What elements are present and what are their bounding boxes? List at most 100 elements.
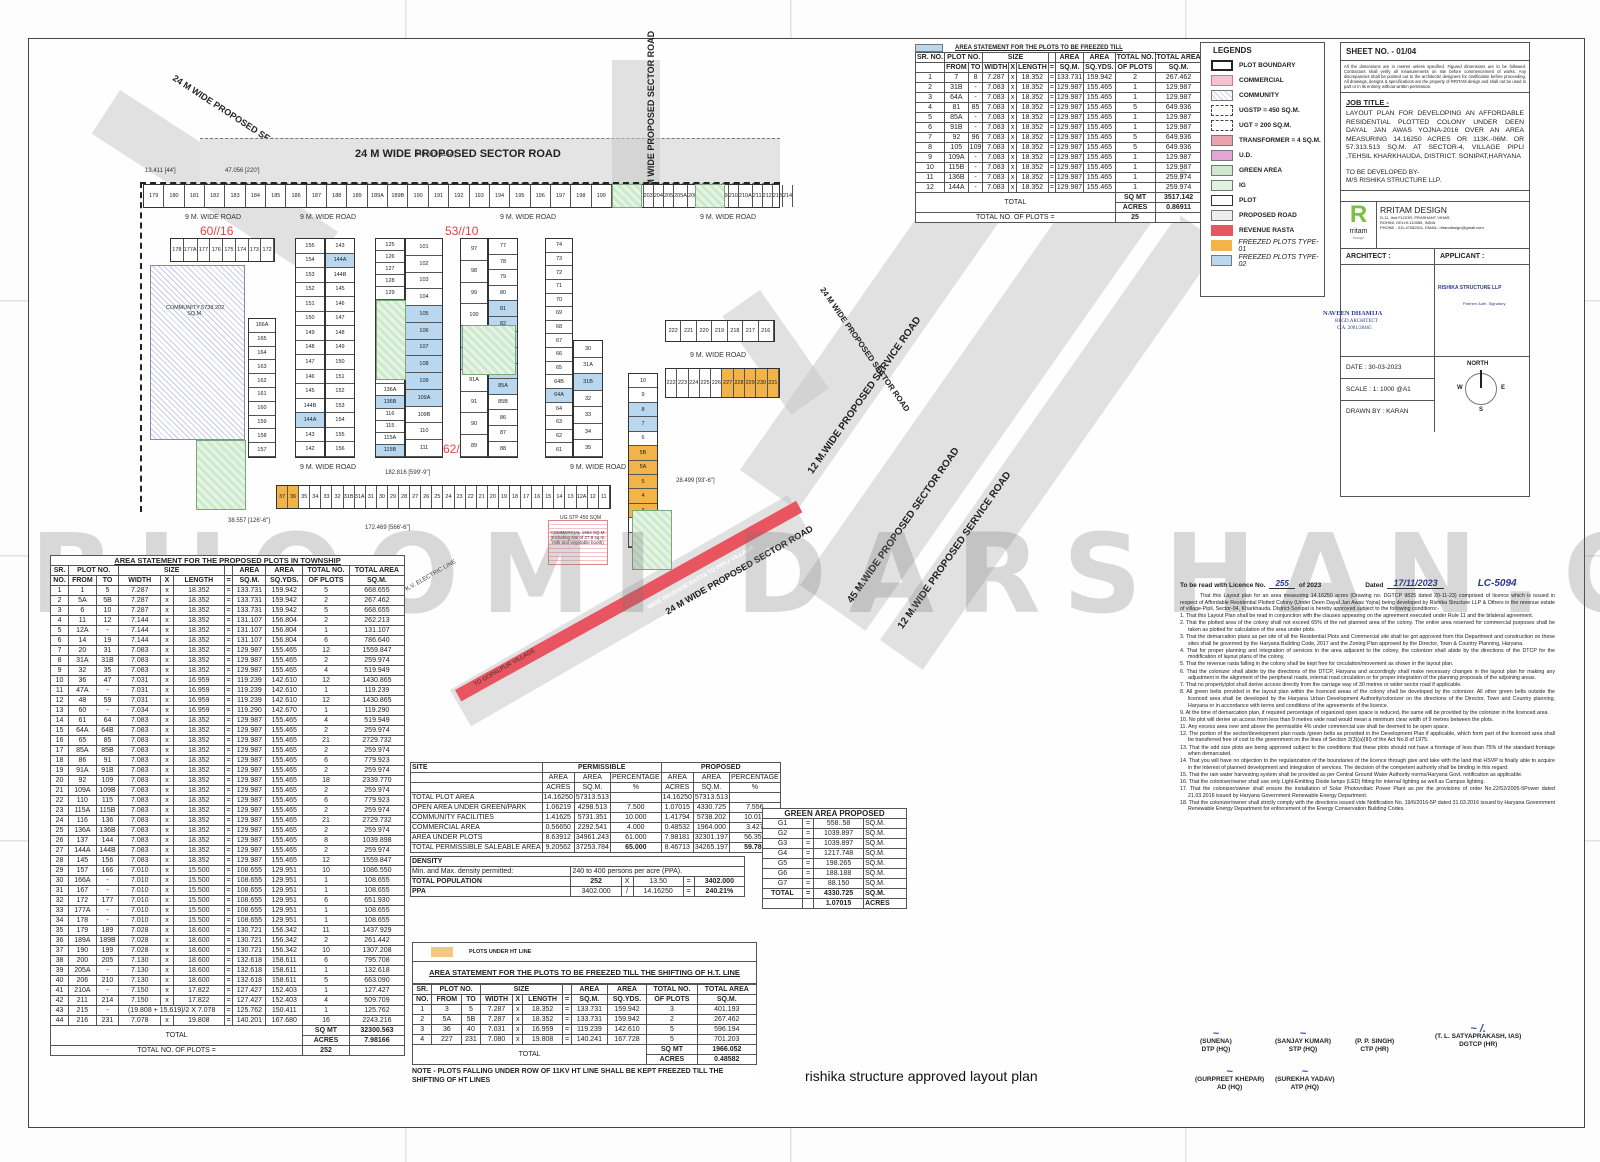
plot: 109 (406, 373, 442, 390)
plot: 12A (577, 486, 588, 508)
density-table: DENSITY Min. and Max. density permitted:… (409, 856, 746, 897)
plot: 111 (406, 440, 442, 457)
plot: 32 (574, 391, 602, 408)
revenue-label: 53//10 (445, 224, 479, 238)
dimension: 172.469 [566'-6"] (365, 525, 411, 531)
date-field: DATE : 30-03-2023 (1341, 357, 1434, 379)
job-title-label: JOB TITLE - (1346, 98, 1389, 107)
plot: 31 (366, 486, 377, 508)
condition-item: 14. That you will have no objection to t… (1180, 758, 1555, 771)
signatory: ~(SANJAY KUMAR)STP (HQ) (1275, 1028, 1331, 1054)
plot: 166A (249, 319, 275, 333)
ht-legend: PLOTS UNDER HT LINE (412, 942, 757, 962)
plot: 195 (510, 185, 531, 207)
plot: 191 (429, 185, 450, 207)
plot: 205A (674, 185, 688, 207)
condition-item: 4. That for proper planning and integrat… (1180, 647, 1555, 661)
green-area-g2 (462, 325, 516, 375)
caption: rishika structure approved layout plan (805, 1068, 1038, 1084)
legend-item-community: COMMUNITY (1201, 88, 1324, 103)
plot: 146 (296, 370, 324, 385)
plot: 144A (296, 413, 324, 428)
plot: 31A (574, 358, 602, 375)
plot: 7 (629, 417, 657, 432)
plot: 205 (664, 185, 675, 207)
plot: 64 (546, 403, 572, 417)
plot: 145 (326, 283, 354, 298)
disclaimer: All the dimensions are in metres unless … (1341, 61, 1529, 93)
drawn-by-field: DRAWN BY : KARAN (1346, 407, 1409, 415)
plot: 19 (499, 486, 510, 508)
plot: 5A (629, 460, 657, 475)
orange-swatch-icon (1211, 240, 1233, 251)
revenue-label: 60//16 (200, 224, 234, 238)
plot: 129 (376, 287, 404, 300)
plot: 115 (376, 421, 404, 433)
plot: 79 (489, 270, 517, 286)
dashed-swatch-icon (1211, 120, 1233, 131)
dimension: 47.056 [220'] (225, 168, 260, 174)
plot: 150 (296, 312, 324, 327)
plot: 187 (307, 185, 328, 207)
plot: 110 (406, 423, 442, 441)
condition-item: 17. That the colonizer/owner shall ensur… (1180, 786, 1555, 799)
plot: 194 (490, 185, 511, 207)
plot: 151 (326, 370, 354, 385)
plot: 183 (225, 185, 246, 207)
road-label: 24 M WIDE PROPOSED SECTOR ROAD (355, 148, 561, 160)
plot: 31B (574, 374, 602, 391)
boundary-swatch-icon (1211, 60, 1233, 71)
green-area-g6 (695, 184, 725, 208)
dimension: 38.557 [126'-6"] (228, 518, 270, 524)
firm-block: R rritam design RRITAM DESIGN D-11, IInd… (1341, 200, 1529, 249)
legend-item-transformer: TRANSFORMER = 4 SQ.M. (1201, 133, 1324, 148)
job-title: LAYOUT PLAN FOR DEVELOPING AN AFFORDABLE… (1346, 110, 1524, 160)
approval-conditions: To be read with Licence No. 255 of 2023 … (1180, 578, 1555, 814)
table-title: AREA STATEMENT FOR THE PLOTS TO BE FREEZ… (412, 962, 757, 984)
plot: 160 (249, 402, 275, 416)
plot: 37 (277, 486, 289, 508)
lc-number: LC-5094 (1477, 578, 1517, 589)
plot: 152 (326, 384, 354, 399)
plot: 100 (461, 304, 487, 327)
plot: 224 (689, 369, 700, 397)
plot: 15 (543, 486, 555, 508)
plot: 231 (767, 369, 779, 397)
plot: 157 (249, 443, 275, 457)
plot: 153 (326, 399, 354, 414)
plot: 68 (546, 321, 572, 335)
condition-item: 16. That the coloniser/owner shall use o… (1180, 779, 1485, 786)
plot: 190 (408, 185, 429, 207)
approval-intro: That this Layout plan for an area measur… (1180, 593, 1555, 613)
applicant-stamp: RISHIKA STRUCTURE LLP Partner/ Auth. Sig… (1438, 284, 1506, 306)
plot: 229 (745, 369, 757, 397)
plot: 193 (470, 185, 490, 207)
plot: 16 (532, 486, 544, 508)
signatory: ~(GURPREET KHEPAR)AD (HQ) (1195, 1066, 1265, 1092)
plot: 67 (546, 334, 572, 348)
condition-item: 18. That the colonizer/owner shall stric… (1180, 799, 1555, 813)
internal-road-label: 9 M. WIDE ROAD (500, 214, 557, 221)
plot: 196 (531, 185, 551, 207)
plot: 34 (574, 424, 602, 441)
plot: 65 (546, 362, 572, 376)
